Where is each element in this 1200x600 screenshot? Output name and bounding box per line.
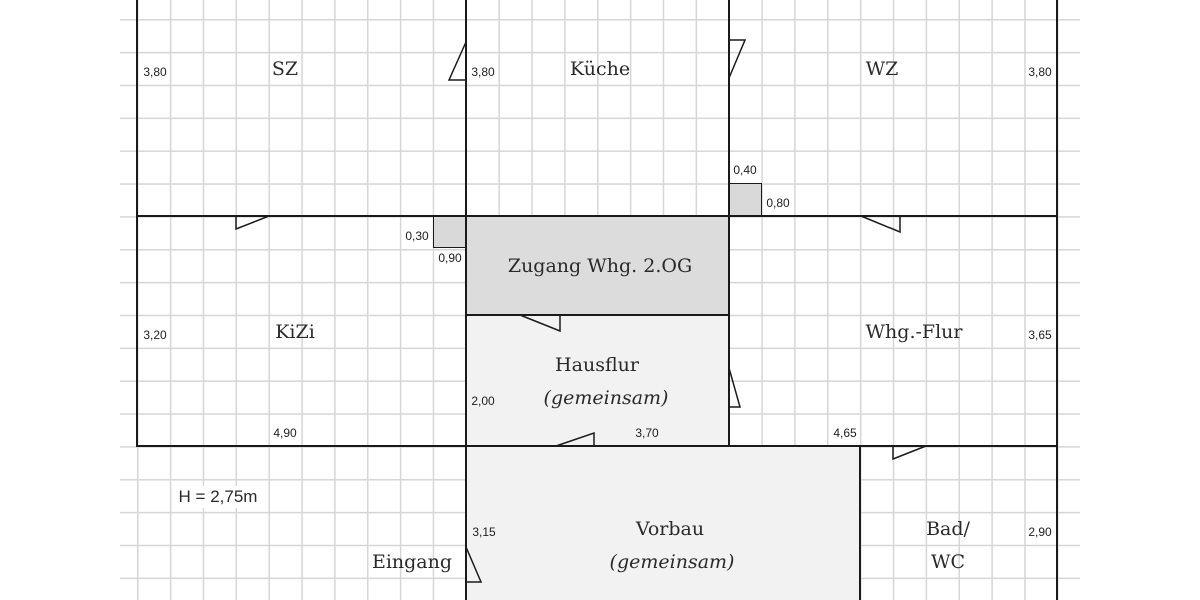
room-label-hausflur: Hausflur — [555, 354, 639, 377]
wall-lower-horizontal — [136, 445, 1058, 447]
door-kueche-wz-icon — [728, 39, 747, 79]
room-label-wc: WC — [930, 551, 966, 574]
door-sz-kueche-icon — [447, 41, 467, 81]
room-label-zugang: Zugang Whg. 2.OG — [507, 255, 693, 278]
room-sublabel-vorbau: (gemeinsam) — [610, 551, 735, 575]
ceiling-height-note: H = 2,75m — [175, 486, 261, 508]
door-eingang-icon — [465, 546, 483, 583]
dim-whg-flur-width: 4,65 — [833, 426, 857, 440]
wall-right-outer — [1056, 0, 1058, 600]
room-label-kueche: Küche — [569, 58, 631, 81]
dim-kueche-height: 3,80 — [471, 65, 495, 79]
room-label-whg-flur: Whg.-Flur — [865, 321, 963, 344]
dim-whg-flur-height: 3,65 — [1028, 328, 1052, 342]
dim-pillar-left-a: 0,30 — [405, 229, 429, 243]
room-label-kizi: KiZi — [275, 321, 315, 344]
room-label-sz: SZ — [271, 58, 299, 81]
dim-bad-height: 2,90 — [1028, 525, 1052, 539]
door-hausflur-bottom-icon — [555, 431, 595, 447]
wall-center-left — [465, 0, 467, 600]
dim-pillar-right-b: 0,80 — [766, 196, 790, 210]
dim-pillar-right-a: 0,40 — [733, 163, 757, 177]
dim-pillar-left-b: 0,90 — [438, 251, 462, 265]
dim-hausflur-height: 2,00 — [471, 394, 495, 408]
room-label-eingang: Eingang — [371, 551, 453, 574]
wall-mid-horizontal — [136, 215, 1058, 217]
room-label-vorbau: Vorbau — [635, 518, 705, 541]
door-hausflur-right-icon — [728, 367, 741, 408]
door-hausflur-top-icon — [519, 314, 561, 333]
hausflur-shared-note: (gemeinsam) — [543, 387, 669, 410]
door-kizi-icon — [235, 215, 270, 231]
pillar-left — [433, 216, 466, 248]
dim-kizi-height: 3,20 — [143, 328, 167, 342]
door-wz-icon — [860, 215, 901, 234]
vorbau-area — [466, 446, 860, 600]
wall-left-outer — [136, 0, 138, 447]
room-sublabel-hausflur: (gemeinsam) — [544, 387, 669, 411]
wall-zugang-bottom — [466, 314, 729, 316]
door-bad-icon — [892, 445, 927, 461]
room-label-wz: WZ — [865, 58, 899, 81]
dim-hausflur-width: 3,70 — [635, 426, 659, 440]
wall-vorbau-right — [859, 446, 861, 600]
wall-center-right — [728, 0, 730, 447]
zugang-area — [466, 216, 729, 315]
room-label-bad: Bad/ — [926, 518, 970, 541]
dim-sz-height: 3,80 — [143, 65, 167, 79]
hausflur-area — [466, 315, 729, 446]
dim-kizi-width: 4,90 — [273, 426, 297, 440]
vorbau-shared-note: (gemeinsam) — [609, 551, 735, 574]
dim-wz-height: 3,80 — [1028, 65, 1052, 79]
dim-vorbau-height: 3,15 — [472, 525, 496, 539]
